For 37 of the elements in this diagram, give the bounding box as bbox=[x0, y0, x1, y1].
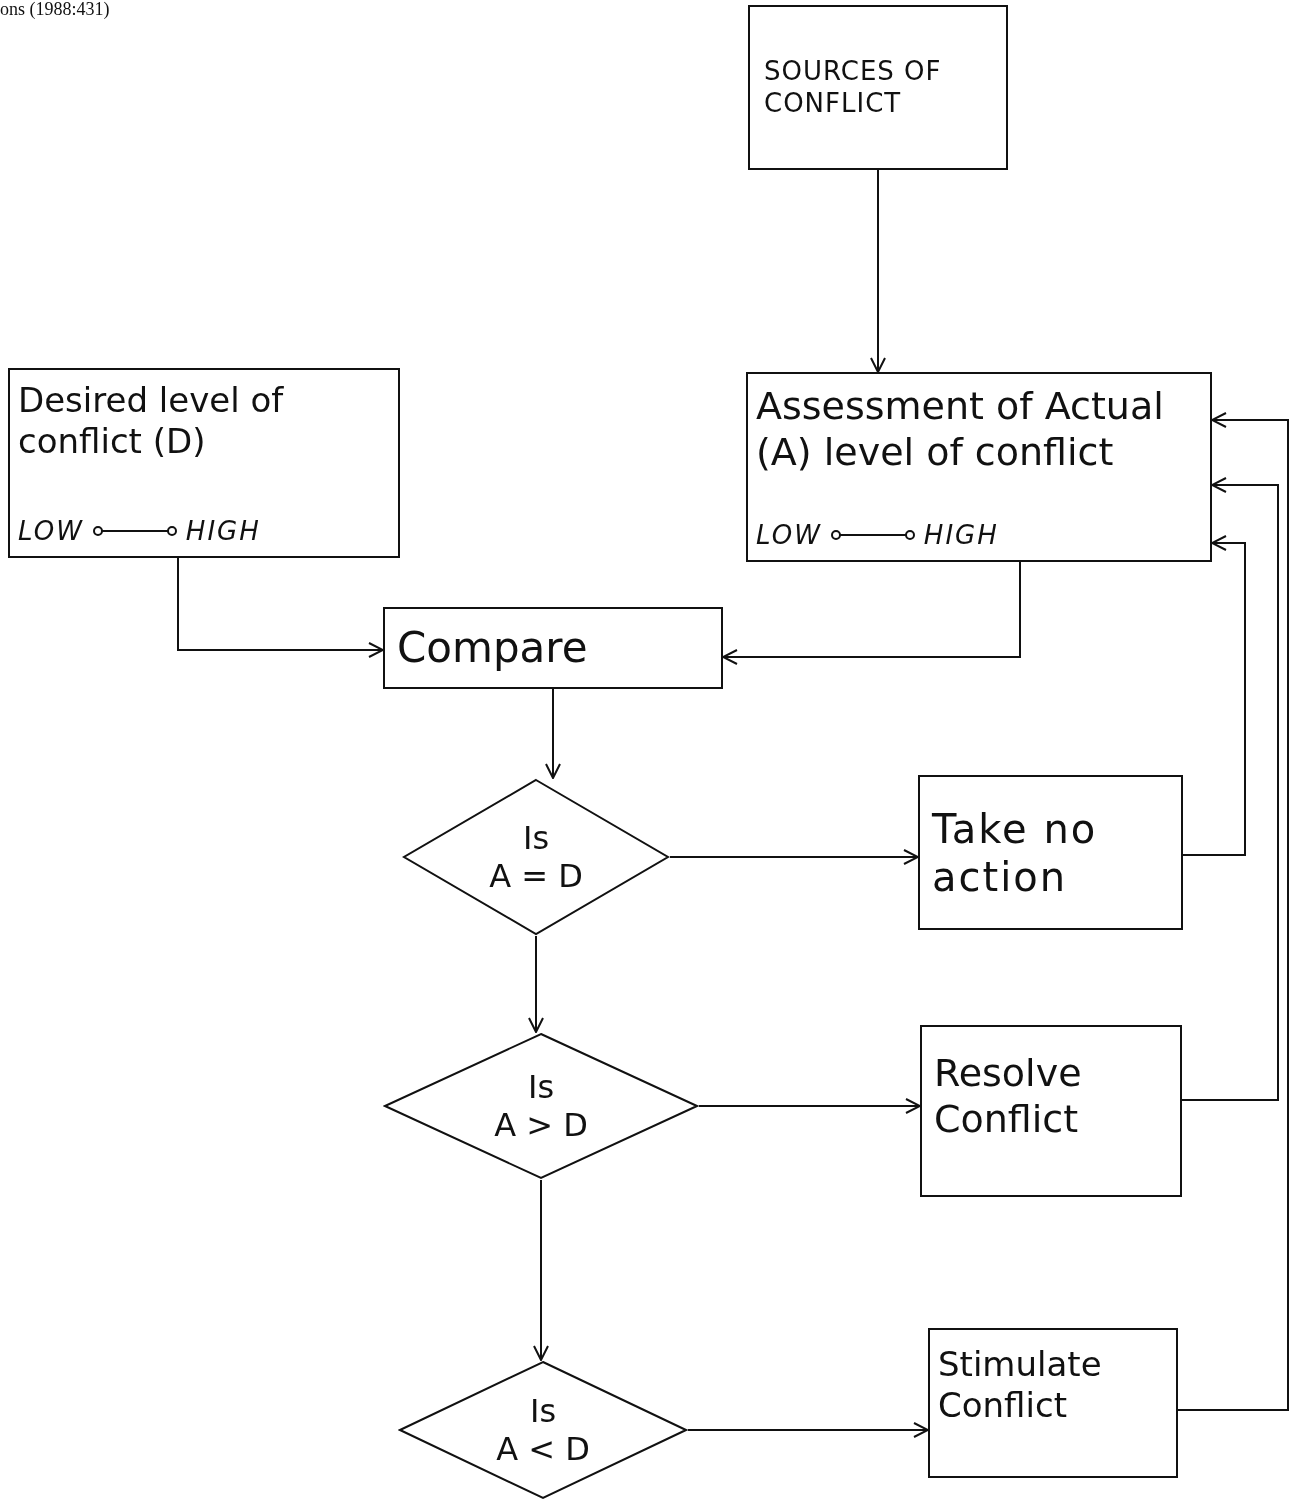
arrow bbox=[722, 561, 1021, 665]
decision-text: Is bbox=[529, 1391, 557, 1430]
arrow bbox=[1181, 477, 1279, 1101]
decision-text: A = D bbox=[489, 857, 583, 896]
arrow bbox=[870, 169, 886, 373]
process-box bbox=[383, 607, 723, 689]
box-label: Assessment of Actual (A) level of conflict bbox=[756, 384, 1165, 476]
arrow bbox=[1177, 412, 1289, 1411]
box-label: Take no action bbox=[932, 804, 1099, 901]
process-box bbox=[920, 1025, 1182, 1197]
arrow bbox=[545, 688, 561, 779]
arrow bbox=[698, 1098, 921, 1114]
scale-label: HIGH bbox=[923, 520, 999, 550]
scale-label: HIGH bbox=[185, 516, 261, 546]
box-label: Compare bbox=[397, 622, 588, 674]
process-box bbox=[746, 372, 1212, 562]
arrow bbox=[669, 849, 919, 865]
box-label: Desired level of conflict (D) bbox=[18, 380, 285, 462]
box-label: SOURCES OF CONFLICT bbox=[764, 56, 943, 119]
arrow bbox=[528, 935, 544, 1033]
arrow bbox=[533, 1179, 549, 1361]
arrow bbox=[687, 1422, 929, 1438]
scale-label: LOW bbox=[18, 516, 84, 546]
box-label: Stimulate Conflict bbox=[938, 1344, 1103, 1426]
decision-text: Is bbox=[527, 1067, 555, 1106]
process-box bbox=[918, 775, 1183, 930]
process-box bbox=[8, 368, 400, 558]
decision-text: A < D bbox=[496, 1430, 590, 1469]
scale-label: LOW bbox=[756, 520, 822, 550]
arrow bbox=[177, 557, 384, 658]
decision-text: A > D bbox=[494, 1106, 588, 1145]
citation-note: ons (1988:431) bbox=[0, 0, 110, 20]
process-box bbox=[748, 5, 1008, 170]
arrow bbox=[1182, 535, 1246, 856]
decision-text: Is bbox=[522, 818, 550, 857]
process-box bbox=[928, 1328, 1178, 1478]
box-label: Resolve Conflict bbox=[934, 1051, 1083, 1143]
